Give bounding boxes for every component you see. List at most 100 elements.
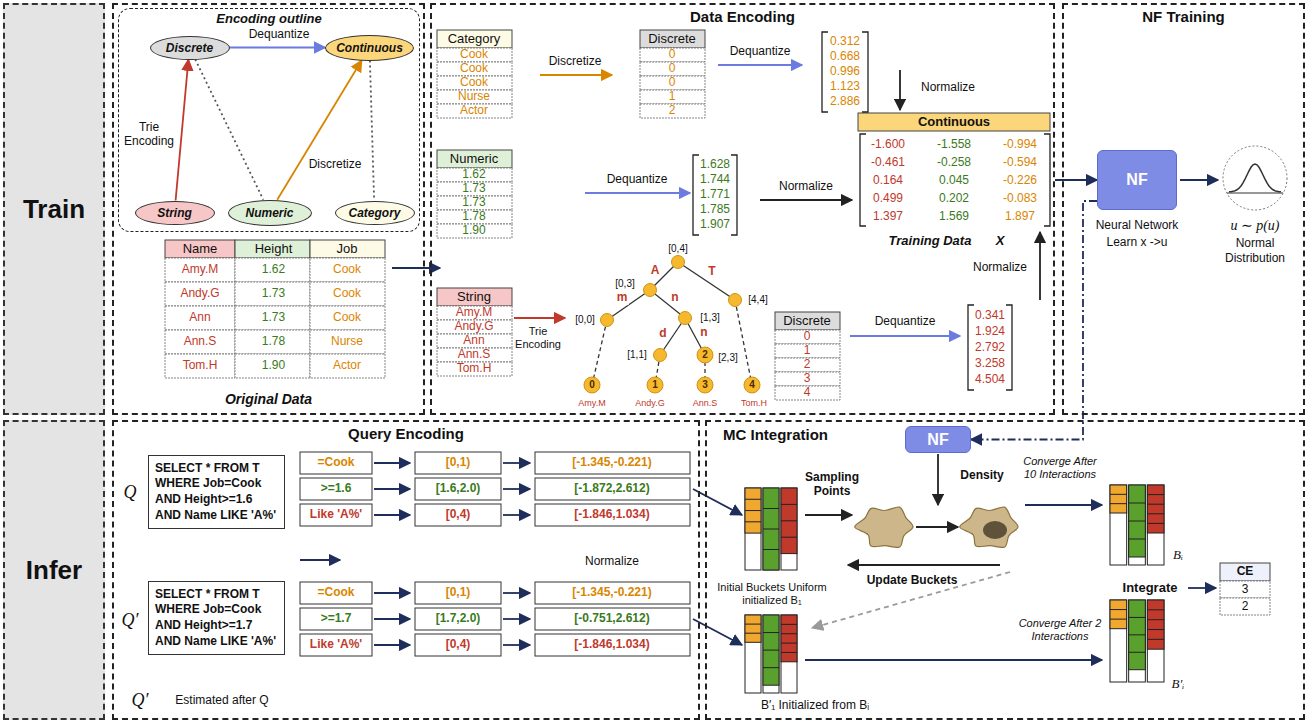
stage-panel: Original DataEncoding outlineDiscreteCon… (112, 3, 425, 415)
label-text: 0.164 (873, 174, 903, 188)
label-text: 0 (804, 330, 811, 344)
table-cell (640, 76, 705, 90)
node-text: Encoding outline (216, 11, 321, 26)
label-text: 1 (669, 90, 676, 104)
label-text: 1.78 (462, 210, 485, 224)
table-cell (437, 62, 512, 76)
bucket-fill (781, 488, 797, 554)
trie-node (697, 377, 713, 393)
gaussian-frame (1223, 146, 1287, 210)
flow-arrow (916, 526, 958, 528)
trie-branch (607, 290, 650, 320)
connector (370, 60, 374, 200)
table-header-cell (165, 240, 235, 258)
type-oval: String (135, 201, 215, 225)
table-cell (775, 330, 840, 344)
matrix-bracket (860, 134, 1050, 226)
label-text: Learn x ->u (1106, 236, 1167, 250)
bucket-column (781, 615, 797, 693)
bucket-split (745, 521, 761, 522)
bucket-split (781, 643, 797, 644)
bucket-split (1129, 617, 1146, 618)
matrix-bracket (968, 305, 1012, 390)
table-cell (165, 354, 235, 378)
nf-box: NF (905, 426, 971, 453)
flow-arrow (805, 514, 852, 516)
label-text: 2.886 (830, 95, 860, 109)
label-text: 0.996 (830, 65, 860, 79)
label-text: 0 (669, 48, 676, 62)
label-text: CE (1237, 565, 1254, 579)
stage-panel: Data Encoding (430, 3, 1055, 415)
bucket-column (1110, 485, 1127, 565)
table-cell (775, 358, 840, 372)
table-cell (437, 168, 512, 182)
table-header-cell (437, 288, 512, 306)
node-text: NF Training (1142, 8, 1225, 25)
label-text: [0,1) (446, 586, 471, 600)
bucket-split (1110, 494, 1127, 495)
flow-arrow (374, 462, 410, 464)
table-cell (165, 306, 235, 330)
nf-box: NF (1097, 150, 1177, 210)
flow-arrow (300, 559, 340, 561)
label-text: Numeric (450, 152, 498, 167)
trie-node (654, 349, 667, 362)
label-text: d (658, 327, 667, 341)
table-cell (235, 330, 310, 354)
table-cell (437, 210, 512, 224)
flow-arrow (392, 267, 440, 269)
continuous-header (858, 113, 1050, 131)
label-text: [-1.345,-0.221) (572, 456, 651, 470)
label-text: -0.461 (871, 156, 905, 170)
label-text: 2 (669, 104, 676, 118)
bucket-split (1147, 494, 1164, 495)
flow-arrow (503, 488, 530, 490)
label-text: Discrete (783, 314, 831, 329)
bucket-column (1129, 485, 1146, 565)
gaussian-curve (1229, 164, 1281, 192)
bucket-fill (1110, 485, 1127, 513)
label-text: Tom.H (457, 362, 492, 376)
table-cell (437, 306, 512, 320)
label-text: -1.558 (937, 138, 971, 152)
bucket-split (1147, 639, 1164, 640)
label-text: 1.569 (939, 210, 969, 224)
label-text: [-0.751,2.612) (574, 612, 649, 626)
label-text: 1.90 (262, 359, 285, 373)
label-text: 0 (589, 379, 595, 391)
bucket-column (1129, 600, 1146, 682)
table-cell (235, 354, 310, 378)
flow-arrow (503, 592, 530, 594)
label-text: Cook (460, 62, 488, 76)
type-oval: Numeric (228, 200, 312, 226)
flow-arrow (585, 192, 690, 194)
trie-node (729, 294, 742, 307)
label-text: Integrate (1123, 581, 1178, 596)
edge-label: Dequantize (247, 28, 312, 42)
label-text: -0.994 (1003, 138, 1037, 152)
type-oval: Category (335, 201, 415, 225)
label-text: Continuous (918, 115, 990, 130)
bucket-split (763, 529, 779, 530)
label-text: >=1.7 (321, 612, 352, 626)
flow-arrow (760, 199, 852, 201)
label-text: Ann (189, 311, 210, 325)
label-text: Job (337, 242, 358, 257)
bucket-split (1147, 609, 1164, 610)
label-text: Discrete (648, 32, 696, 47)
table-cell (437, 362, 512, 376)
bucket-split (763, 667, 779, 668)
label-text: Trie Encoding (512, 325, 564, 350)
table-cell (310, 330, 385, 354)
label-text: n (699, 326, 708, 340)
stage-panel: NF TrainingNF (1062, 3, 1305, 415)
bucket-split (763, 632, 779, 633)
label-text: [1.7,2.0) (436, 612, 481, 626)
normalized-box (535, 582, 690, 604)
label-text: Neural Network (1096, 219, 1179, 233)
label-text: Cook (333, 287, 361, 301)
table-cell (437, 334, 512, 348)
label-text: Density (960, 469, 1003, 483)
flow-arrow (374, 514, 410, 516)
